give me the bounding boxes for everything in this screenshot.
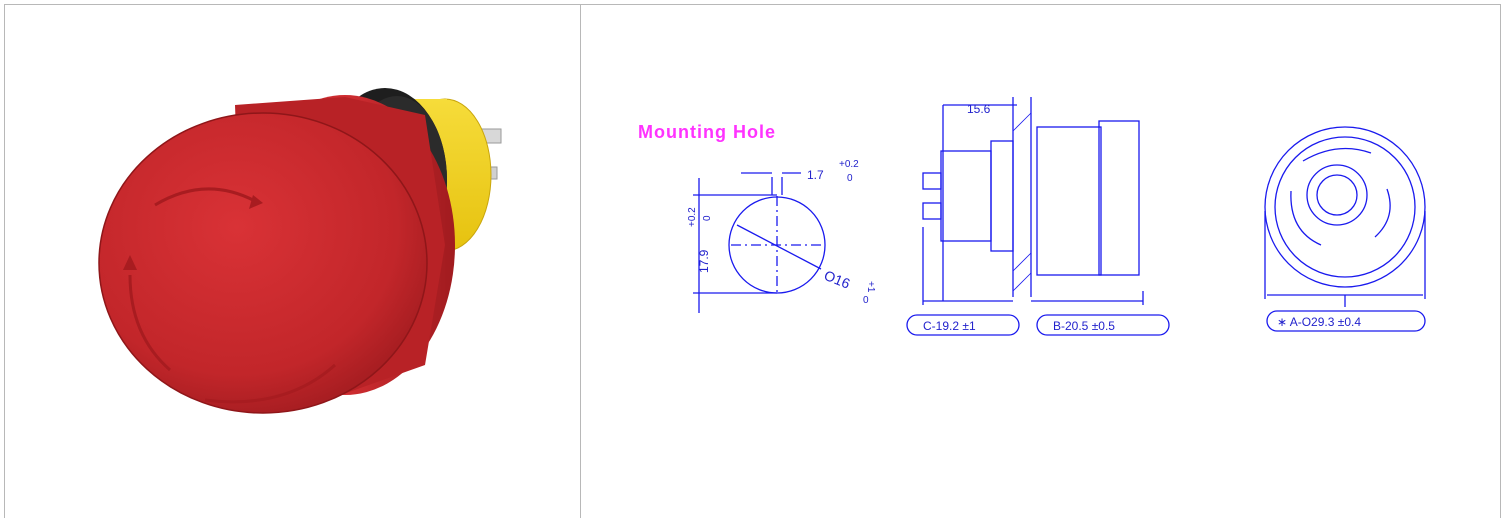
key-width-tolerance-upper: +0.2 bbox=[839, 159, 859, 170]
key-width-tolerance-lower: 0 bbox=[847, 173, 853, 184]
mounting-hole-title: Mounting Hole bbox=[638, 122, 776, 142]
emergency-stop-button-photo bbox=[98, 88, 502, 414]
hole-diameter-tolerance-lower: 0 bbox=[863, 295, 869, 306]
dimension-c-label: C-19.2 ±1 bbox=[923, 319, 976, 333]
product-photo-cell bbox=[4, 4, 581, 518]
dimension-drawing-cell: Mounting Hole 1.7 +0.2 0 17.9 +0.2 0 O16… bbox=[580, 4, 1501, 518]
hole-height-tolerance-lower: 0 bbox=[702, 215, 713, 221]
dimension-b-label: B-20.5 ±0.5 bbox=[1053, 319, 1115, 333]
dimension-a-label: ∗ A-O29.3 ±0.4 bbox=[1277, 315, 1361, 329]
key-width-label: 1.7 bbox=[807, 168, 824, 182]
panel-dimension-label: 15.6 bbox=[967, 102, 991, 116]
hole-height-label: 17.9 bbox=[697, 249, 711, 273]
dimension-drawing: Mounting Hole 1.7 +0.2 0 17.9 +0.2 0 O16… bbox=[638, 97, 1426, 336]
hole-diameter-tolerance-upper: +1 bbox=[865, 281, 876, 293]
hole-diameter-label: O16 bbox=[822, 267, 853, 292]
hole-height-tolerance-upper: +0.2 bbox=[687, 207, 698, 227]
